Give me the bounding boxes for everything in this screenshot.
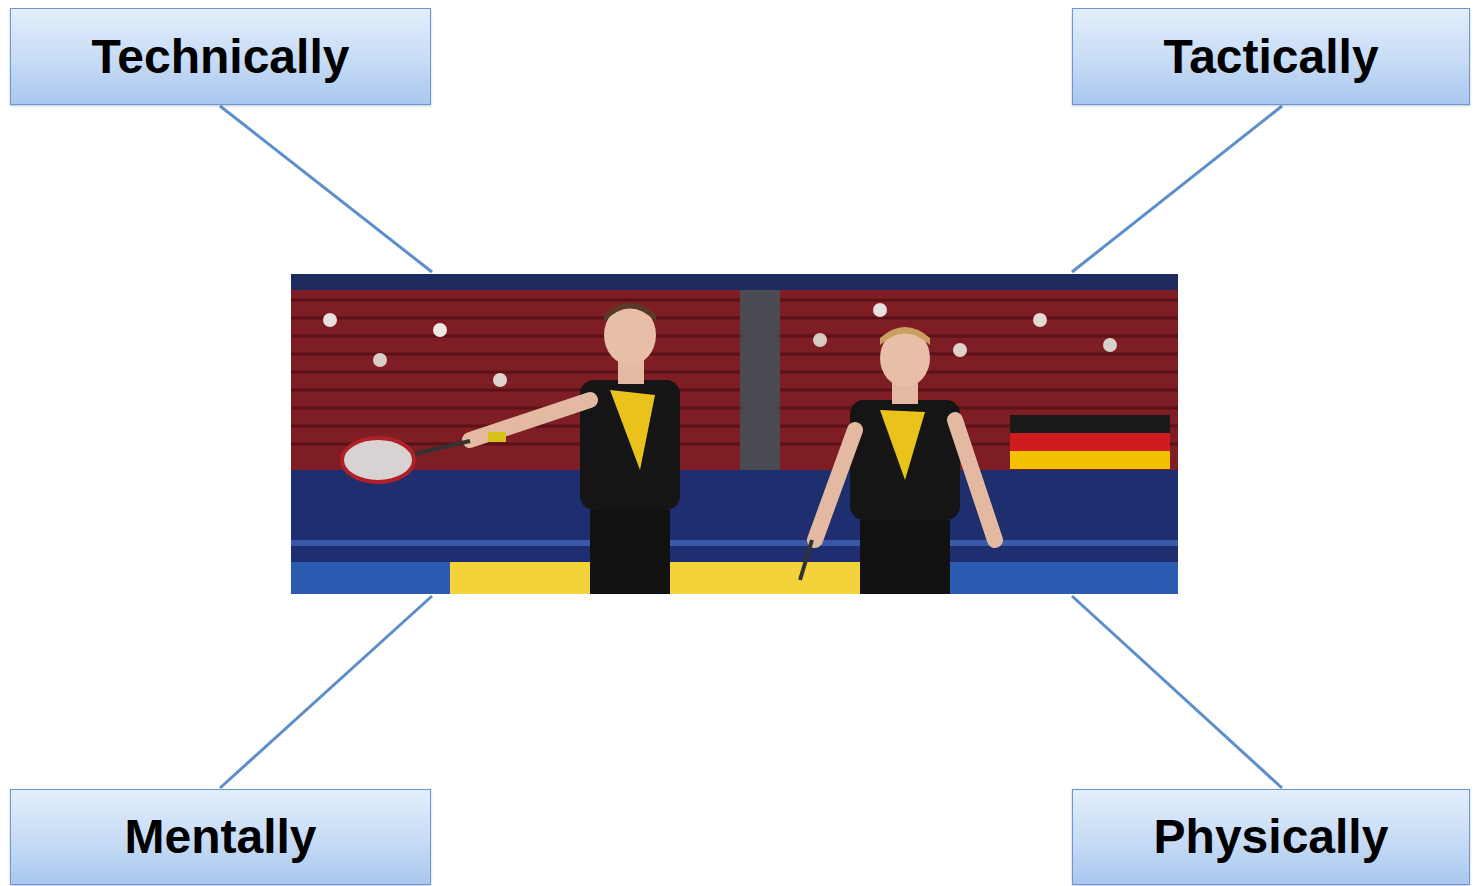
player-right: [800, 327, 995, 594]
top-banner: [291, 274, 1178, 290]
box-label: Tactically: [1163, 28, 1378, 86]
label-box: Mentally: [10, 789, 431, 885]
box-label: Physically: [1154, 808, 1389, 866]
label-box: Tactically: [1072, 8, 1470, 105]
leader-line: [220, 596, 432, 788]
leader-line: [220, 106, 432, 272]
seat-rows: [291, 300, 1178, 444]
court-floor: [291, 562, 1178, 594]
leader-line: [1072, 106, 1282, 272]
stairs: [740, 290, 780, 470]
label-box: Technically: [10, 8, 431, 105]
box-label: Mentally: [124, 808, 316, 866]
stands: [291, 274, 1178, 594]
photo-scene: [291, 274, 1178, 594]
flags: [1010, 415, 1170, 469]
label-box: Physically: [1072, 789, 1470, 885]
box-label: Technically: [92, 28, 350, 86]
board-stripe: [291, 540, 1178, 546]
advertising-boards: [291, 470, 1178, 562]
player-left: [342, 303, 680, 595]
spectators: [323, 303, 1117, 387]
leader-line: [1072, 596, 1282, 788]
